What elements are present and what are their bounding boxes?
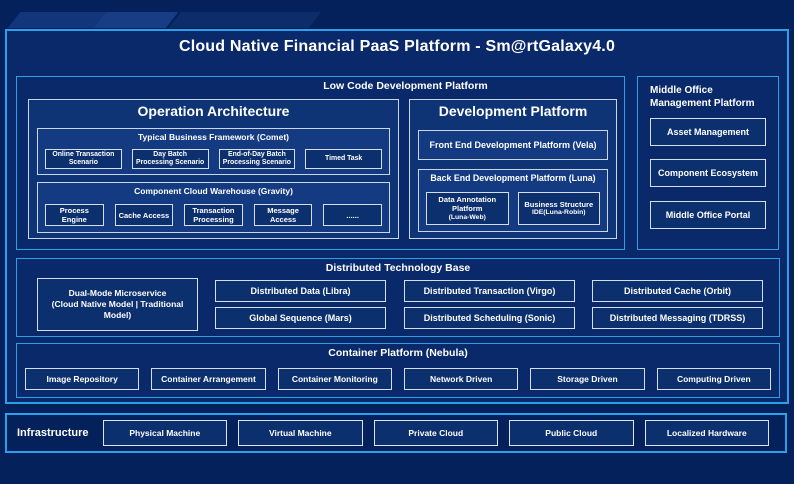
container-item: Network Driven <box>403 368 519 390</box>
main-frame: Cloud Native Financial PaaS Platform - S… <box>5 29 789 404</box>
container-item: Storage Driven <box>530 368 645 390</box>
infrastructure-row: Physical Machine Virtual Machine Private… <box>102 420 770 446</box>
development-platform-panel: Development Platform Front End Developme… <box>409 99 617 239</box>
infrastructure-item: Private Cloud <box>373 420 499 446</box>
ccw-item: Cache Access <box>114 204 174 226</box>
back-end-item-name: Data Annotation Platform <box>438 194 497 214</box>
ccw-item: Transaction Processing <box>184 204 243 226</box>
deco-stripe <box>93 12 179 28</box>
operation-architecture-title: Operation Architecture <box>137 103 290 119</box>
operation-architecture-panel: Operation Architecture Typical Business … <box>28 99 399 239</box>
distributed-item: Distributed Data (Libra) <box>215 280 386 302</box>
tbf-item: Timed Task <box>305 149 382 169</box>
component-cloud-warehouse-label: Component Cloud Warehouse (Gravity) <box>134 186 293 196</box>
back-end-item-sub: (Luna-Web) <box>448 213 486 221</box>
deco-stripe <box>168 12 322 28</box>
middle-office-panel: Middle Office Management Platform Asset … <box>637 76 779 250</box>
distributed-item: Distributed Cache (Orbit) <box>592 280 763 302</box>
ccw-item: ...... <box>323 204 382 226</box>
distributed-item: Distributed Transaction (Virgo) <box>404 280 575 302</box>
container-platform-label: Container Platform (Nebula) <box>328 347 468 359</box>
low-code-platform-label: Low Code Development Platform <box>323 80 488 92</box>
infrastructure-item: Physical Machine <box>102 420 228 446</box>
middle-office-label: Middle Office Management Platform <box>650 85 755 109</box>
distributed-base-label: Distributed Technology Base <box>325 262 471 274</box>
middle-office-item: Middle Office Portal <box>650 201 766 229</box>
container-item: Container Arrangement <box>151 368 266 390</box>
distributed-item: Global Sequence (Mars) <box>215 307 386 329</box>
infrastructure-item: Virtual Machine <box>238 420 363 446</box>
infrastructure-panel: Infrastructure Physical Machine Virtual … <box>5 413 787 453</box>
typical-business-framework-row: Online Transaction Scenario Day Batch Pr… <box>45 149 382 169</box>
back-end-item-sub: IDE(Luna-Robin) <box>531 208 586 216</box>
container-item: Image Repository <box>25 368 140 390</box>
back-end-platform-group: Back End Development Platform (Luna) Dat… <box>418 169 608 232</box>
low-code-platform-panel: Low Code Development Platform Operation … <box>16 76 625 250</box>
typical-business-framework-label: Typical Business Framework (Comet) <box>138 132 289 142</box>
container-item: Computing Driven <box>656 368 771 390</box>
front-end-platform-box: Front End Development Platform (Vela) <box>418 130 608 160</box>
back-end-item-name: Business Structure <box>524 199 594 209</box>
main-title: Cloud Native Financial PaaS Platform - S… <box>178 38 616 55</box>
distributed-item: Distributed Messaging (TDRSS) <box>592 307 763 329</box>
container-platform-panel: Container Platform (Nebula) Image Reposi… <box>16 343 780 398</box>
back-end-item: Business Structure IDE(Luna-Robin) <box>517 192 600 225</box>
back-end-item: Data Annotation Platform (Luna-Web) <box>426 192 509 225</box>
middle-office-item: Component Ecosystem <box>650 159 766 187</box>
tbf-item: Online Transaction Scenario <box>45 149 122 169</box>
back-end-platform-row: Data Annotation Platform (Luna-Web) Busi… <box>426 192 600 225</box>
tbf-item: End-of-Day Batch Processing Scenario <box>218 149 296 169</box>
tbf-item: Day Batch Processing Scenario <box>131 149 209 169</box>
container-platform-row: Image Repository Container Arrangement C… <box>25 368 771 390</box>
infrastructure-item: Localized Hardware <box>644 420 770 446</box>
component-cloud-warehouse-row: Process Engine Cache Access Transaction … <box>45 204 382 226</box>
ccw-item: Message Access <box>253 204 313 226</box>
infrastructure-label: Infrastructure <box>17 427 89 439</box>
dual-mode-sub: (Cloud Native Model | Traditional Model) <box>51 298 184 321</box>
development-platform-title: Development Platform <box>438 103 588 119</box>
dual-mode-name: Dual-Mode Microservice <box>68 287 167 298</box>
distributed-item: Distributed Scheduling (Sonic) <box>404 307 575 329</box>
middle-office-item: Asset Management <box>650 118 766 146</box>
ccw-item: Process Engine <box>45 204 104 226</box>
back-end-platform-label: Back End Development Platform (Luna) <box>430 173 596 183</box>
distributed-base-panel: Distributed Technology Base Dual-Mode Mi… <box>16 258 780 337</box>
dual-mode-microservice-box: Dual-Mode Microservice (Cloud Native Mod… <box>37 278 198 331</box>
container-item: Container Monitoring <box>277 368 392 390</box>
infrastructure-item: Public Cloud <box>509 420 634 446</box>
typical-business-framework-group: Typical Business Framework (Comet) Onlin… <box>37 128 390 175</box>
component-cloud-warehouse-group: Component Cloud Warehouse (Gravity) Proc… <box>37 182 390 233</box>
